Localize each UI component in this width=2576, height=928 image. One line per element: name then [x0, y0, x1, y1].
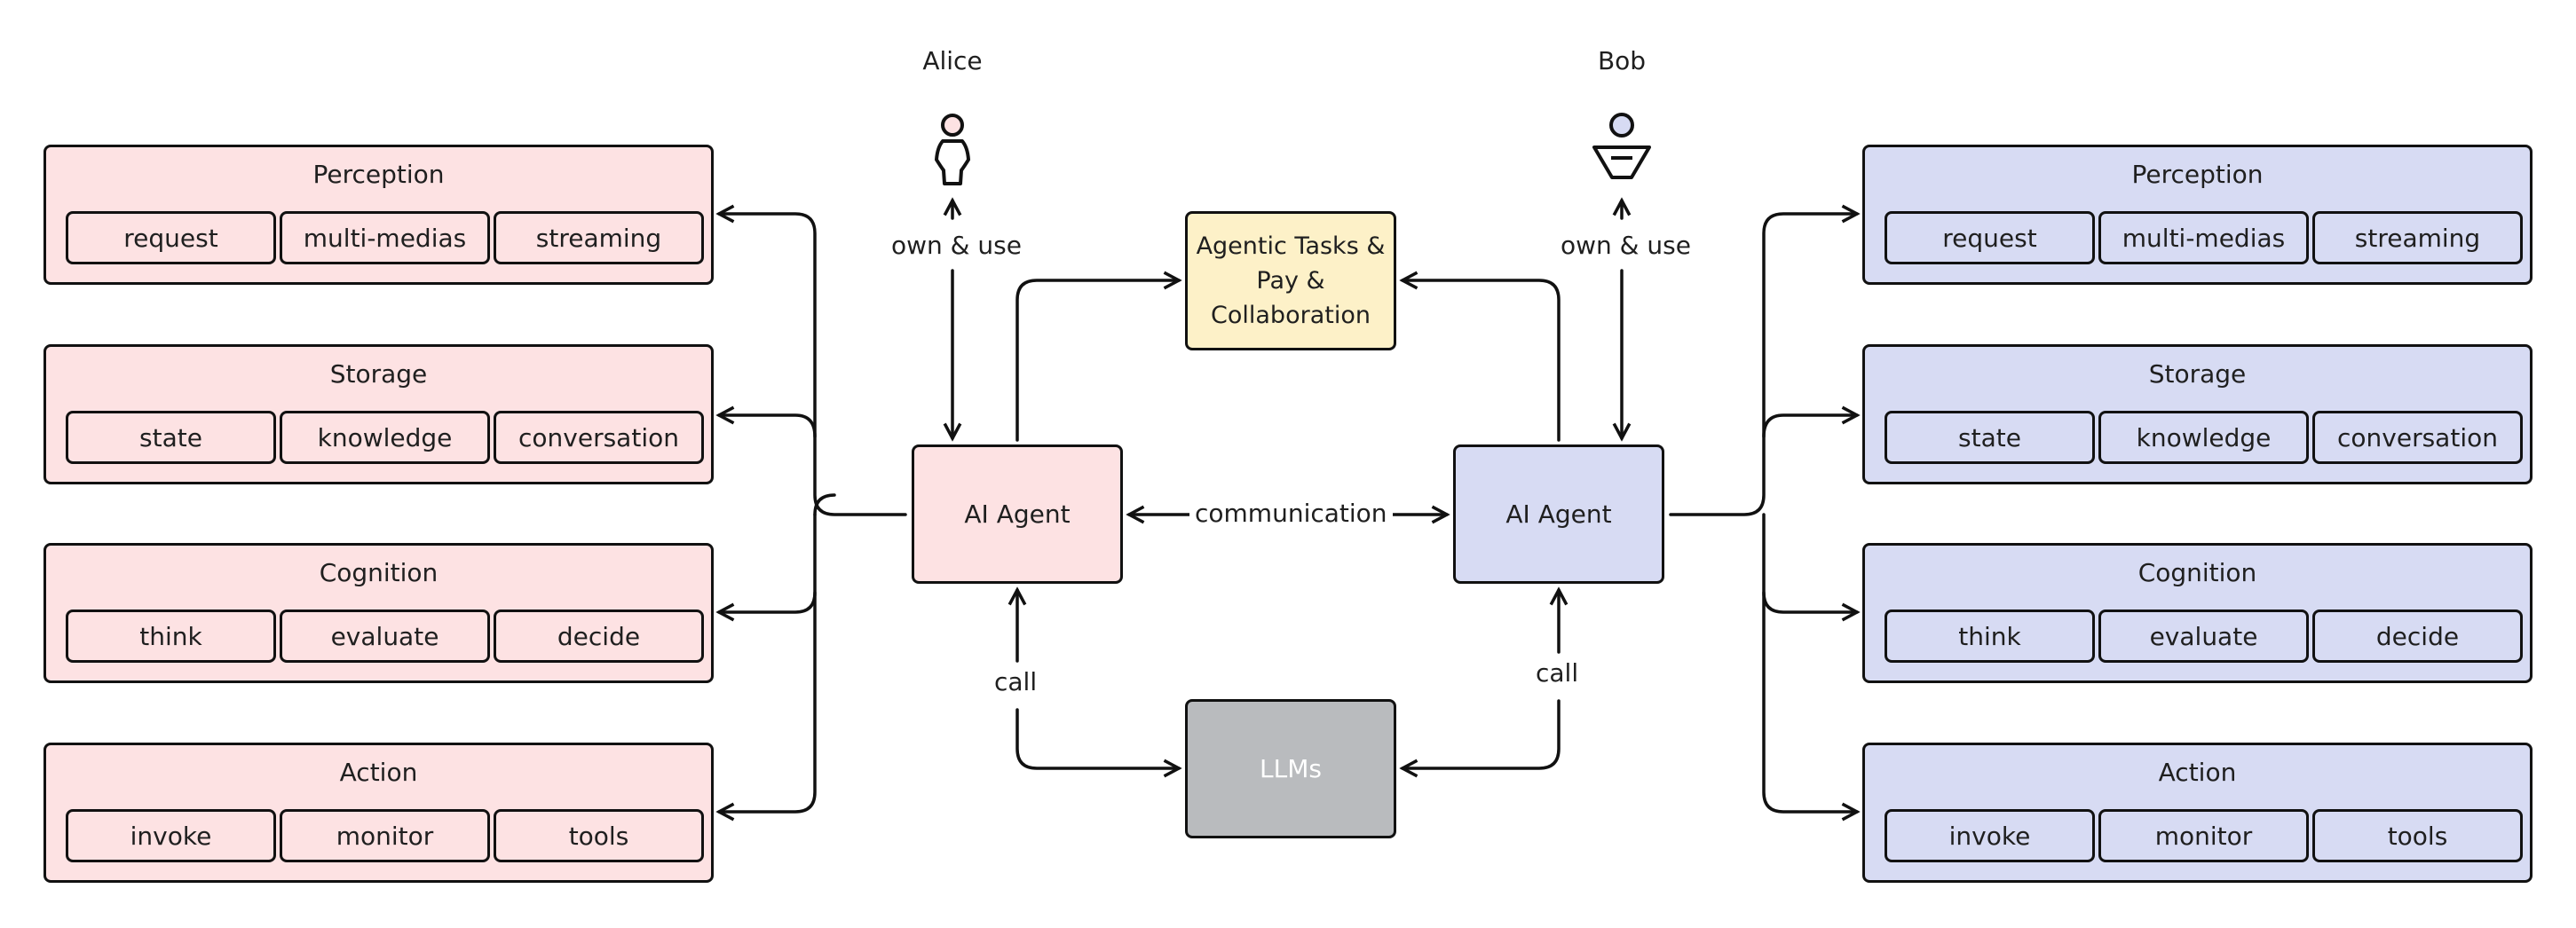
module-item: think — [1885, 609, 2095, 663]
module-item: knowledge — [280, 411, 490, 464]
module-item: invoke — [66, 809, 276, 862]
module-item: tools — [494, 809, 704, 862]
right-ai-agent: AI Agent — [1453, 444, 1664, 584]
tasks-line-3: Collaboration — [1211, 302, 1371, 330]
right-module-perception: Perception request multi-medias streamin… — [1862, 145, 2533, 285]
communication-label: communication — [1189, 499, 1393, 528]
llms-box: LLMs — [1185, 699, 1396, 838]
module-title: Storage — [329, 359, 428, 389]
module-item: streaming — [494, 211, 704, 264]
right-module-action: Action invoke monitor tools — [1862, 743, 2533, 883]
module-title: Cognition — [2137, 558, 2257, 587]
connector-agent-a-tasks — [1015, 280, 1179, 442]
bob-name: Bob — [1597, 46, 1647, 75]
module-title: Cognition — [319, 558, 439, 587]
module-item: evaluate — [2098, 609, 2309, 663]
tasks-line-1: Agentic Tasks & — [1196, 232, 1386, 260]
module-items: invoke monitor tools — [1885, 809, 2523, 862]
module-item: evaluate — [280, 609, 490, 663]
bob-own-use-label: own & use — [1555, 231, 1696, 260]
connector-left-storage — [719, 415, 817, 438]
left-module-action: Action invoke monitor tools — [43, 743, 714, 883]
agentic-tasks-box: Agentic Tasks & Pay & Collaboration — [1185, 211, 1396, 350]
connector-agent-b-tasks — [1403, 280, 1561, 442]
module-items: state knowledge conversation — [66, 411, 704, 464]
connector-right-perception — [1669, 214, 1857, 516]
connector-right-storage — [1762, 415, 1857, 438]
connector-llms-agent-a-bottom — [1015, 708, 1179, 768]
person-icon — [935, 114, 970, 185]
module-item: decide — [494, 609, 704, 663]
module-items: state knowledge conversation — [1885, 411, 2523, 464]
module-title: Perception — [2131, 160, 2264, 189]
left-module-cognition: Cognition think evaluate decide — [43, 543, 714, 683]
connector-right-cognition — [1762, 513, 1857, 612]
tasks-line-2: Pay & — [1256, 266, 1325, 295]
connector-left-cognition — [719, 513, 817, 612]
module-item: multi-medias — [280, 211, 490, 264]
module-items: think evaluate decide — [66, 609, 704, 663]
left-module-perception: Perception request multi-medias streamin… — [43, 145, 714, 285]
module-item: request — [1885, 211, 2095, 264]
module-items: think evaluate decide — [1885, 609, 2523, 663]
module-item: invoke — [1885, 809, 2095, 862]
right-call-label: call — [1530, 658, 1584, 688]
module-title: Action — [339, 758, 418, 787]
module-item: monitor — [280, 809, 490, 862]
connector-left-action — [719, 591, 817, 812]
module-item: tools — [2312, 809, 2523, 862]
connector-left-perception — [719, 214, 907, 516]
module-title: Storage — [2148, 359, 2247, 389]
module-title: Perception — [312, 160, 445, 189]
module-items: request multi-medias streaming — [1885, 211, 2523, 264]
module-item: request — [66, 211, 276, 264]
left-ai-agent: AI Agent — [912, 444, 1123, 584]
module-item: streaming — [2312, 211, 2523, 264]
module-title: Action — [2158, 758, 2237, 787]
right-module-cognition: Cognition think evaluate decide — [1862, 543, 2533, 683]
left-module-storage: Storage state knowledge conversation — [43, 344, 714, 484]
connector-left-bus-agent — [813, 493, 836, 516]
left-call-label: call — [989, 667, 1043, 696]
alice-own-use-label: own & use — [886, 231, 1027, 260]
connector-right-action — [1762, 591, 1857, 812]
module-items: request multi-medias streaming — [66, 211, 704, 264]
module-item: think — [66, 609, 276, 663]
alice-name: Alice — [922, 46, 983, 75]
module-item: conversation — [2312, 411, 2523, 464]
module-items: invoke monitor tools — [66, 809, 704, 862]
right-module-storage: Storage state knowledge conversation — [1862, 344, 2533, 484]
connector-llms-agent-b-bottom — [1403, 699, 1561, 768]
person-icon — [1592, 113, 1651, 179]
module-item: state — [1885, 411, 2095, 464]
module-item: decide — [2312, 609, 2523, 663]
module-item: knowledge — [2098, 411, 2309, 464]
module-item: state — [66, 411, 276, 464]
module-item: monitor — [2098, 809, 2309, 862]
module-item: conversation — [494, 411, 704, 464]
module-item: multi-medias — [2098, 211, 2309, 264]
